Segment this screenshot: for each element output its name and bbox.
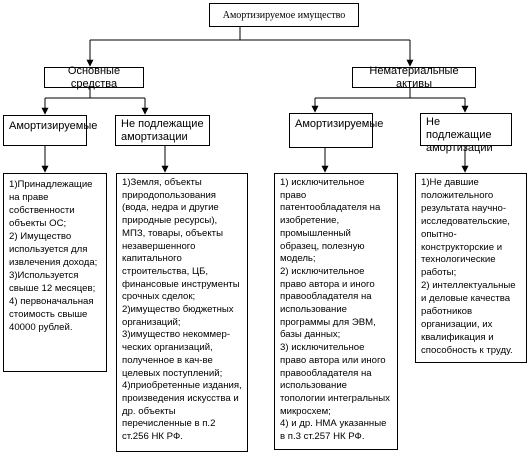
fixed-depreciable-list: 1)Принадлежащие на праве собственности о… — [3, 173, 107, 372]
list-item: 1)Принадлежащие на праве собственности о… — [9, 179, 93, 229]
root-node: Амортизируемое имущество — [209, 3, 359, 27]
intangible-depreciable-node: Амортизируемые — [289, 113, 383, 148]
list-item: 3) исключительное право автора или иного… — [280, 342, 390, 417]
fixed-depreciable-label: Амортизируемые — [9, 120, 98, 132]
list-item: 4) первоначальная стоимость свыше 40000 … — [9, 296, 94, 333]
fixed-non-depreciable-list: 1)Земля, объекты природопользования (вод… — [116, 173, 248, 452]
list-item: 1) исключительное право патентообладател… — [280, 177, 381, 265]
intangible-non-depreciable-node: Не подлежащие амортизации — [420, 113, 512, 154]
intangible-depreciable-label: Амортизируемые — [295, 118, 384, 130]
list-item: 2) исключительное право автора и иного п… — [280, 265, 376, 341]
fixed-depreciable-node: Амортизируемые — [3, 115, 97, 146]
intangible-non-depreciable-label: Не подлежащие амортизации — [426, 116, 493, 154]
fixed-non-depreciable-node: Не подлежащие амортизации — [115, 115, 210, 146]
intangible-assets-node: Нематериальные активы — [352, 64, 476, 90]
intangible-non-depreciable-list: 1)Не давшие положительного результата на… — [415, 173, 527, 363]
root-label: Амортизируемое имущество — [222, 9, 346, 21]
intangible-depreciable-list: 1) исключительное право патентообладател… — [274, 173, 398, 450]
list-item: 3)Используется свыше 12 месяцев; — [9, 270, 96, 294]
list-item: 1)Земля, объекты природопользования (вод… — [122, 177, 240, 303]
list-item: 4) и др. НМА указанные в п.3 ст.257 НК Р… — [280, 418, 387, 443]
list-item: 2) интеллектуальные и деловые качества р… — [421, 280, 516, 356]
list-item: 1)Не давшие положительного результата на… — [421, 177, 510, 279]
list-item: 3)имущество некоммер-ческих организаций,… — [122, 329, 231, 379]
list-item: 4)приобретенные издания, произведения ис… — [122, 380, 242, 443]
fixed-non-depreciable-label: Не подлежащие амортизации — [121, 118, 204, 143]
intangible-assets-label: Нематериальные активы — [369, 64, 459, 90]
list-item: 2) Имущество используется для извлечения… — [9, 231, 98, 268]
fixed-assets-node: Основные средства — [44, 64, 144, 90]
fixed-assets-label: Основные средства — [67, 64, 121, 90]
list-item: 2)имущество бюджетных организаций; — [122, 304, 234, 328]
